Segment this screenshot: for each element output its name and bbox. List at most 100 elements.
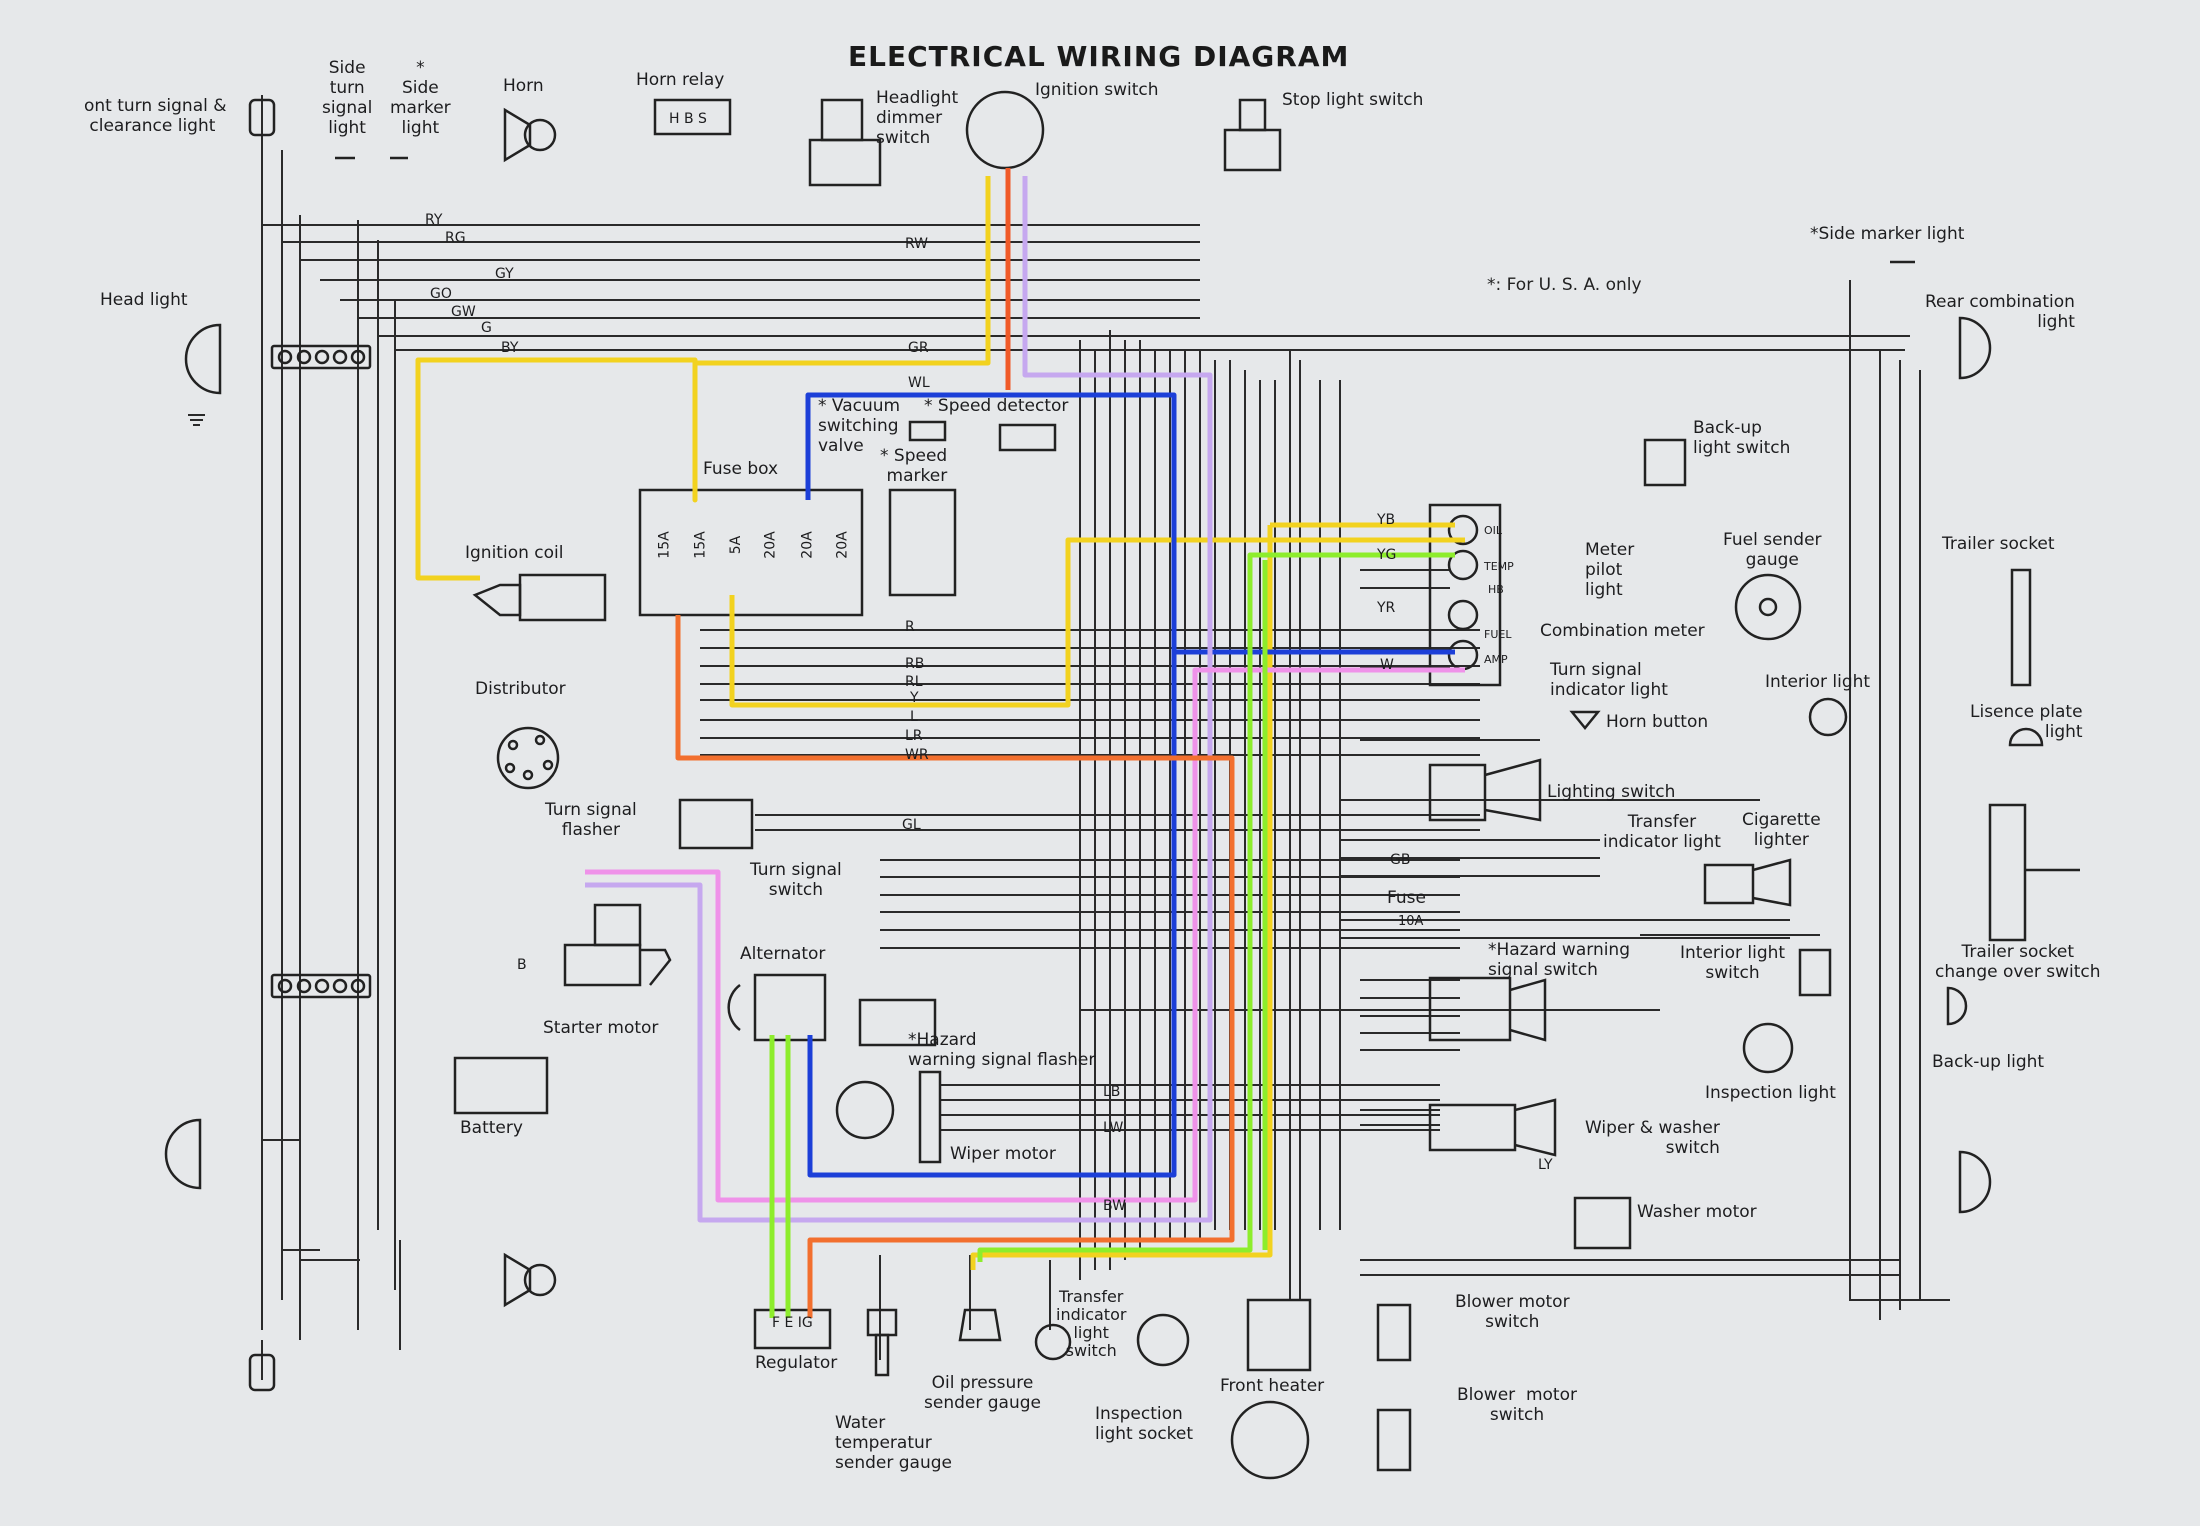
horn-relay-label: Horn relay [636, 70, 725, 90]
meter-terminal-hb: HB [1488, 583, 1504, 596]
meter-terminal-oil: OIL [1484, 524, 1503, 537]
orange-circuit [675, 615, 1235, 1318]
ignition-coil-label: Ignition coil [465, 543, 564, 563]
distributor-icon [496, 726, 560, 790]
wire-code: GB [1390, 852, 1411, 868]
fuel-sender-gauge-label: Fuel sender gauge [1723, 530, 1822, 570]
transfer-indicator-switch-label: Transfer indicator light switch [1056, 1287, 1127, 1360]
wire-code: RY [425, 212, 443, 228]
blower-motor-switch-upper-label: Blower motor switch [1455, 1292, 1570, 1332]
wire-code: RL [905, 674, 923, 690]
back-up-light-label: Back-up light [1932, 1052, 2045, 1072]
wire-code: LB [1103, 1084, 1121, 1100]
turn-signal-flasher-icon [678, 798, 754, 850]
side-marker-light-rear-label: *Side marker light [1810, 224, 1965, 244]
inspection-light-icon [1742, 1022, 1794, 1074]
wire-code: GL [902, 817, 921, 833]
green-circuit-3 [977, 552, 1455, 1262]
blower-motor-icon [1230, 1400, 1310, 1480]
wire-code: BY [501, 340, 519, 356]
washer-motor-label: Washer motor [1637, 1202, 1757, 1222]
lighting-switch-icon [1428, 763, 1487, 822]
yellow-circuit [415, 176, 991, 581]
ignition-switch-icon [965, 90, 1045, 170]
alternator-icon [753, 973, 827, 1042]
interior-light-switch-icon [1798, 948, 1832, 997]
oil-pressure-sender-label: Oil pressure sender gauge [924, 1373, 1041, 1413]
wire-code: B [517, 957, 527, 973]
highlighted-circuits [415, 168, 1465, 1318]
wiper-washer-switch-label: Wiper & washer switch [1585, 1118, 1720, 1158]
blue-circuit [805, 392, 1177, 1178]
wire-code: RW [905, 236, 929, 252]
interior-light-switch-label: Interior light switch [1680, 943, 1786, 983]
front-turn-signal-label: ont turn signal & clearance light [84, 96, 227, 136]
washer-motor-icon [1573, 1196, 1632, 1250]
horn-button-label: Horn button [1606, 712, 1709, 732]
front-heater-icon [1246, 1298, 1312, 1372]
yellow-circuit-2 [729, 537, 1465, 708]
cigarette-lighter-label: Cigarette lighter [1742, 810, 1821, 850]
lisence-plate-light-label: Lisence plate light [1970, 702, 2083, 742]
blower-motor-switch-lower-label: Blower motor switch [1457, 1385, 1577, 1425]
hazard-flasher-icon [858, 998, 937, 1047]
pink-circuit [585, 667, 1465, 1203]
regulator-icon [753, 1308, 832, 1350]
trailer-socket-icon [2010, 568, 2032, 687]
base-wiring [188, 95, 1950, 1380]
rear-combination-light-icon [1958, 316, 1992, 380]
usa-only-note: *: For U. S. A. only [1487, 275, 1642, 295]
component-symbols [164, 90, 2080, 1480]
fuse-2-rating: 15A [692, 531, 709, 559]
wire-code: LW [1103, 1120, 1124, 1136]
fuse-1-rating: 15A [656, 531, 673, 559]
ignition-switch-label: Ignition switch [1035, 80, 1159, 100]
hazard-warning-switch-icon [1428, 976, 1512, 1042]
side-turn-signal-label: Side turn signal light [322, 58, 373, 138]
meter-terminal-temp: TEMP [1484, 560, 1514, 573]
fuse-rating: 10A [1398, 914, 1424, 929]
vacuum-switching-valve-label: * Vacuum switching valve [818, 396, 901, 456]
wire-code: WL [908, 375, 930, 391]
transfer-indicator-switch-icon [1034, 1323, 1072, 1361]
horn-label: Horn [503, 76, 544, 96]
combination-meter-icon [1428, 503, 1502, 687]
inspection-light-label: Inspection light [1705, 1083, 1836, 1103]
horn-relay-terminals: H B S [669, 111, 707, 127]
wire-code: YG [1377, 547, 1397, 563]
speed-marker-label: * Speed marker [880, 446, 948, 486]
inspection-light-socket-label: Inspection light socket [1095, 1404, 1194, 1444]
rear-combination-light-lower-icon [1958, 1150, 1992, 1214]
alternator-label: Alternator [740, 944, 826, 964]
hazard-warning-flasher-label: *Hazard warning signal flasher [908, 1030, 1096, 1070]
fuel-sender-gauge-icon [1734, 573, 1802, 641]
wire-code: G [481, 320, 492, 336]
battery-label: Battery [460, 1118, 523, 1138]
front-turn-signal-lower-icon [248, 1353, 276, 1392]
horn-button-icon [1569, 710, 1601, 730]
meter-pilot-light-label: Meter pilot light [1585, 540, 1635, 600]
oil-pressure-sender-icon [958, 1308, 1002, 1342]
turn-signal-indicator-label: Turn signal indicator light [1550, 660, 1668, 700]
trailer-socket-label: Trailer socket [1942, 534, 2055, 554]
head-light-lower-icon [164, 1118, 202, 1190]
fuse-3-rating: 5A [728, 535, 745, 555]
wire-code: YR [1377, 600, 1396, 616]
wiper-motor-icon [835, 1080, 895, 1140]
wire-code: W [1380, 657, 1394, 673]
wire-code: GY [495, 266, 514, 282]
turn-signal-flasher-label: Turn signal flasher [545, 800, 637, 840]
starter-motor-icon [563, 943, 672, 987]
wire-code: Y [910, 690, 919, 706]
trailer-socket-changeover-icon [1988, 803, 2027, 942]
back-up-light-icon [1946, 986, 1968, 1026]
cigarette-lighter-icon [1703, 863, 1755, 905]
front-turn-signal-icon [248, 98, 276, 137]
regulator-terminals: F E IG [772, 1315, 813, 1331]
license-plate-light-icon [2008, 727, 2044, 747]
regulator-label: Regulator [755, 1353, 838, 1373]
connector-block-lower-icon [270, 973, 372, 999]
fuse-box-label: Fuse box [703, 459, 779, 479]
